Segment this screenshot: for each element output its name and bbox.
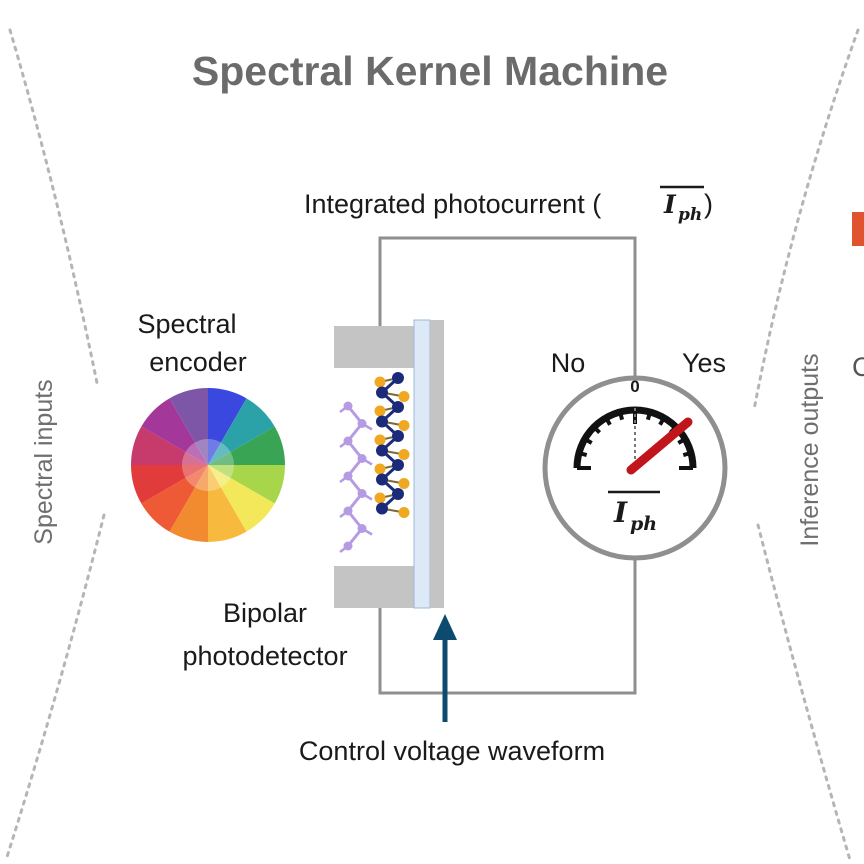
gauge-tick (604, 416, 612, 426)
color-wheel-slice (208, 398, 275, 465)
color-wheel-slice (169, 465, 208, 542)
gauge-tick (592, 425, 602, 435)
purple-bond (339, 510, 349, 518)
arrow-up-icon (433, 614, 457, 722)
navy-atom (392, 459, 404, 471)
gate-layer (430, 320, 444, 608)
circuit-wire (378, 236, 637, 695)
color-wheel-center (182, 439, 234, 491)
color-wheel-slice (141, 398, 208, 465)
purple-bond (361, 457, 373, 466)
gold-atom (398, 478, 410, 489)
right-funnel-bottom (756, 523, 852, 862)
gauge-no-label: No (551, 348, 586, 378)
navy-atom (376, 502, 388, 515)
navy-atom (376, 386, 388, 399)
gold-atom (374, 463, 386, 475)
gauge-yes-label: Yes (682, 348, 726, 378)
top-electrode (334, 326, 414, 368)
gold-atom (374, 492, 386, 504)
purple-bond (361, 527, 373, 536)
left-funnel-top (8, 28, 100, 390)
right-cut-text: C (852, 352, 864, 382)
gauge-icon: 0 I ph (542, 375, 728, 561)
color-wheel-slice (208, 426, 285, 465)
bipolar-photodetector-device (334, 319, 444, 609)
color-wheel-slice (208, 388, 247, 465)
inference-outputs-label: Inference outputs (796, 353, 824, 546)
svg-text:Integrated photocurrent (: Integrated photocurrent ( (304, 189, 601, 219)
color-wheel-slice (169, 388, 208, 465)
spectral-encoder-label-line1: Spectral (137, 309, 236, 339)
color-wheel-slice (208, 465, 275, 532)
navy-atom (392, 488, 404, 500)
gauge-tick (658, 416, 666, 426)
substrate-layer (413, 319, 431, 609)
gauge-iph-sub: ph (630, 513, 657, 535)
navy-atom (392, 372, 404, 384)
color-wheel-slice (141, 465, 208, 532)
purple-bond (339, 405, 349, 413)
navy-atom (376, 415, 388, 428)
bipolar-label-line1: Bipolar (223, 598, 307, 628)
navy-atom (376, 444, 388, 457)
gold-atom (374, 376, 386, 388)
funnel-outline (4, 28, 860, 862)
iph-inline-symbol: I (663, 190, 677, 219)
left-funnel-bottom (4, 513, 106, 862)
iph-inline-sub: ph (678, 205, 702, 225)
cut-off-element (852, 212, 864, 246)
gold-atom (374, 434, 386, 446)
gauge-needle (626, 417, 693, 475)
color-wheel-slice (208, 465, 285, 504)
gold-atom (374, 405, 386, 417)
color-wheel-slice (208, 465, 247, 542)
bottom-electrode (334, 566, 414, 608)
bipolar-label-line2: photodetector (182, 641, 347, 671)
gauge-tick (618, 411, 625, 421)
gauge-tick (645, 411, 652, 421)
gauge-iph-symbol: I (613, 496, 628, 529)
gold-atom (398, 449, 410, 460)
navy-atom (376, 473, 388, 486)
navy-atom (392, 430, 404, 442)
purple-bond (339, 475, 349, 483)
spectral-encoder-label-line2: encoder (149, 347, 247, 377)
purple-bond (361, 492, 373, 501)
page-title: Spectral Kernel Machine (192, 48, 668, 94)
svg-text:): ) (704, 189, 713, 219)
navy-atom (392, 401, 404, 413)
purple-bond (339, 440, 349, 448)
gold-atom (398, 420, 410, 431)
gauge-tick (677, 437, 687, 445)
color-wheel-slice (131, 465, 208, 504)
purple-bond (339, 545, 349, 553)
spectral-inputs-label: Spectral inputs (30, 379, 58, 544)
right-funnel-top (752, 28, 860, 412)
purple-bond (361, 422, 373, 431)
gauge-tick (583, 437, 593, 445)
molecule-chain-icon (339, 372, 410, 553)
gauge-tick (578, 451, 588, 458)
integrated-photocurrent-label: Integrated photocurrent ( I ph ) (304, 185, 713, 225)
gauge-zero-label: 0 (630, 377, 639, 396)
gold-atom (398, 507, 410, 518)
color-wheel-slice (131, 426, 208, 465)
control-voltage-label: Control voltage waveform (299, 736, 605, 766)
gauge-tick (682, 451, 692, 458)
gold-atom (398, 391, 410, 402)
color-wheel-icon (131, 388, 285, 542)
navy-chain (379, 376, 401, 510)
